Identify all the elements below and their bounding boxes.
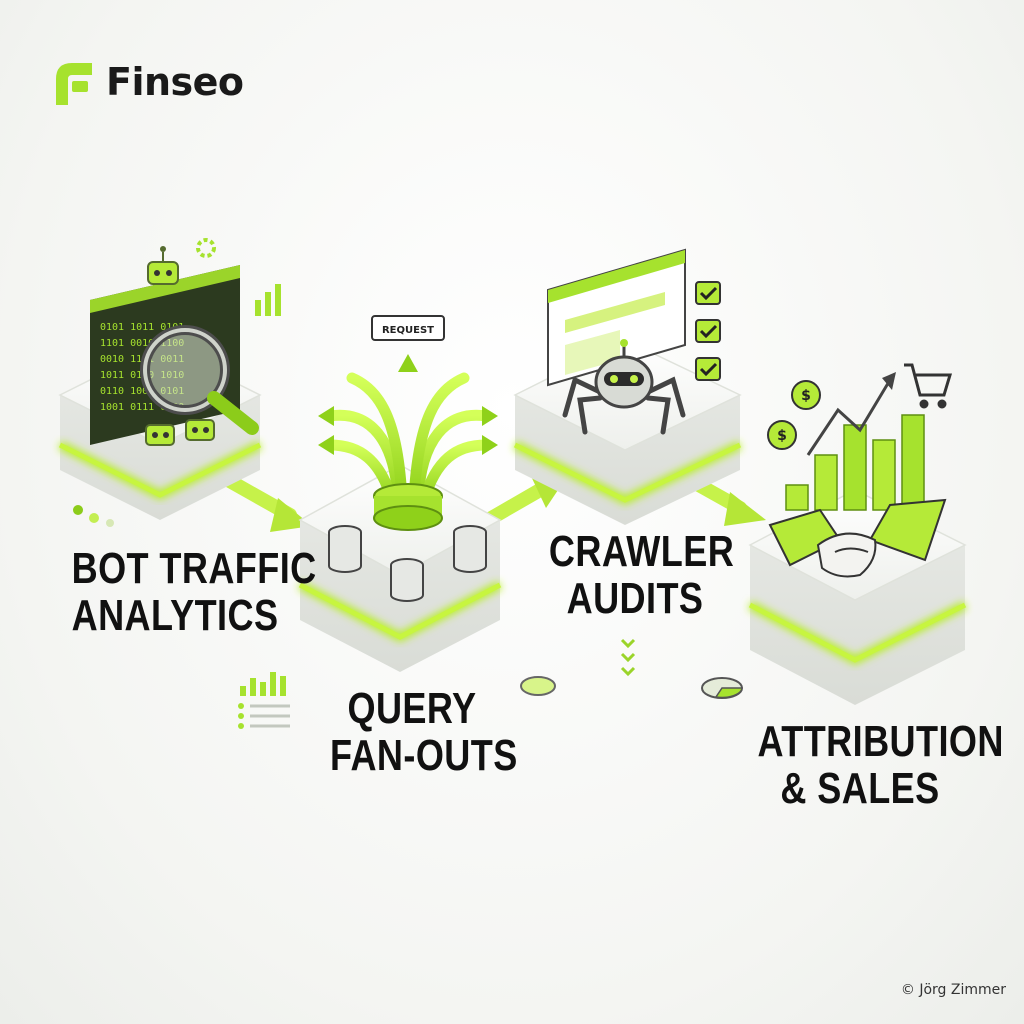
- decorative-dots-icon: [73, 505, 114, 527]
- database-icon: [328, 525, 487, 602]
- step-label-line2: & SALES: [780, 764, 940, 813]
- step-label-line1: ATTRIBUTION: [757, 717, 1004, 766]
- copyright-text: © Jörg Zimmer: [900, 982, 1006, 998]
- spider-robot-icon: [562, 339, 686, 435]
- dollar-coin-icon: $ $: [767, 380, 821, 450]
- pie-chart-icon: [701, 677, 743, 699]
- arrowheads-icon: [318, 354, 498, 455]
- branching-arrows-icon: [324, 364, 492, 506]
- chevrons-icon: [620, 638, 636, 677]
- platform-query-fanouts: REQUEST: [297, 315, 556, 696]
- svg-text:$: $: [801, 388, 811, 404]
- handshake-icon: [768, 498, 947, 578]
- step-label-line2: AUDITS: [566, 574, 704, 623]
- bar-chart-icon: [785, 414, 925, 511]
- funnel-ring-icon: [373, 483, 443, 531]
- coin-icon: [520, 676, 556, 696]
- svg-text:0110 1001 0101: 0110 1001 0101: [100, 386, 184, 397]
- trend-line-icon: [806, 372, 896, 456]
- svg-text:0101 1011 0101: 0101 1011 0101: [100, 322, 184, 333]
- logo-mark-icon: [56, 63, 92, 105]
- robot-icon: [147, 246, 179, 285]
- mini-report-icon: [238, 672, 290, 729]
- step-label-attribution: ATTRIBUTION & SALES: [757, 717, 1004, 813]
- svg-text:1001 0111 0100: 1001 0111 0100: [100, 402, 184, 413]
- step-label-bot-traffic: BOT TRAFFIC ANALYTICS: [71, 544, 317, 640]
- svg-text:1101 0010 1100: 1101 0010 1100: [100, 338, 184, 349]
- shopping-cart-icon: [904, 363, 953, 409]
- step-label-line1: QUERY: [347, 684, 477, 733]
- platform-bot-traffic: 0101 1011 0101 1101 0010 1100 0010 1101 …: [57, 238, 281, 527]
- step-label-query-fanouts: QUERY FAN-OUTS: [330, 684, 518, 780]
- step-label-line2: FAN-OUTS: [330, 731, 518, 780]
- brand-logo[interactable]: Finseo: [50, 52, 244, 112]
- browser-window-icon: [547, 248, 686, 387]
- platform-crawler-audits: [512, 248, 742, 677]
- step-label-line2: ANALYTICS: [71, 591, 279, 640]
- robot-icon: [145, 419, 215, 446]
- mini-bar-chart-icon: [255, 284, 281, 316]
- request-badge-label: REQUEST: [382, 325, 434, 336]
- request-badge: REQUEST: [371, 315, 445, 341]
- magnifier-icon: [140, 325, 259, 435]
- brand-name: Finseo: [106, 60, 244, 104]
- gear-icon: [196, 238, 216, 258]
- platform-attribution: $ $: [701, 363, 968, 705]
- step-label-line1: CRAWLER: [548, 527, 735, 576]
- svg-text:$: $: [777, 428, 787, 444]
- step-label-line1: BOT TRAFFIC: [71, 544, 317, 593]
- step-label-crawler-audits: CRAWLER AUDITS: [548, 527, 735, 623]
- checklist-icon: [695, 281, 721, 381]
